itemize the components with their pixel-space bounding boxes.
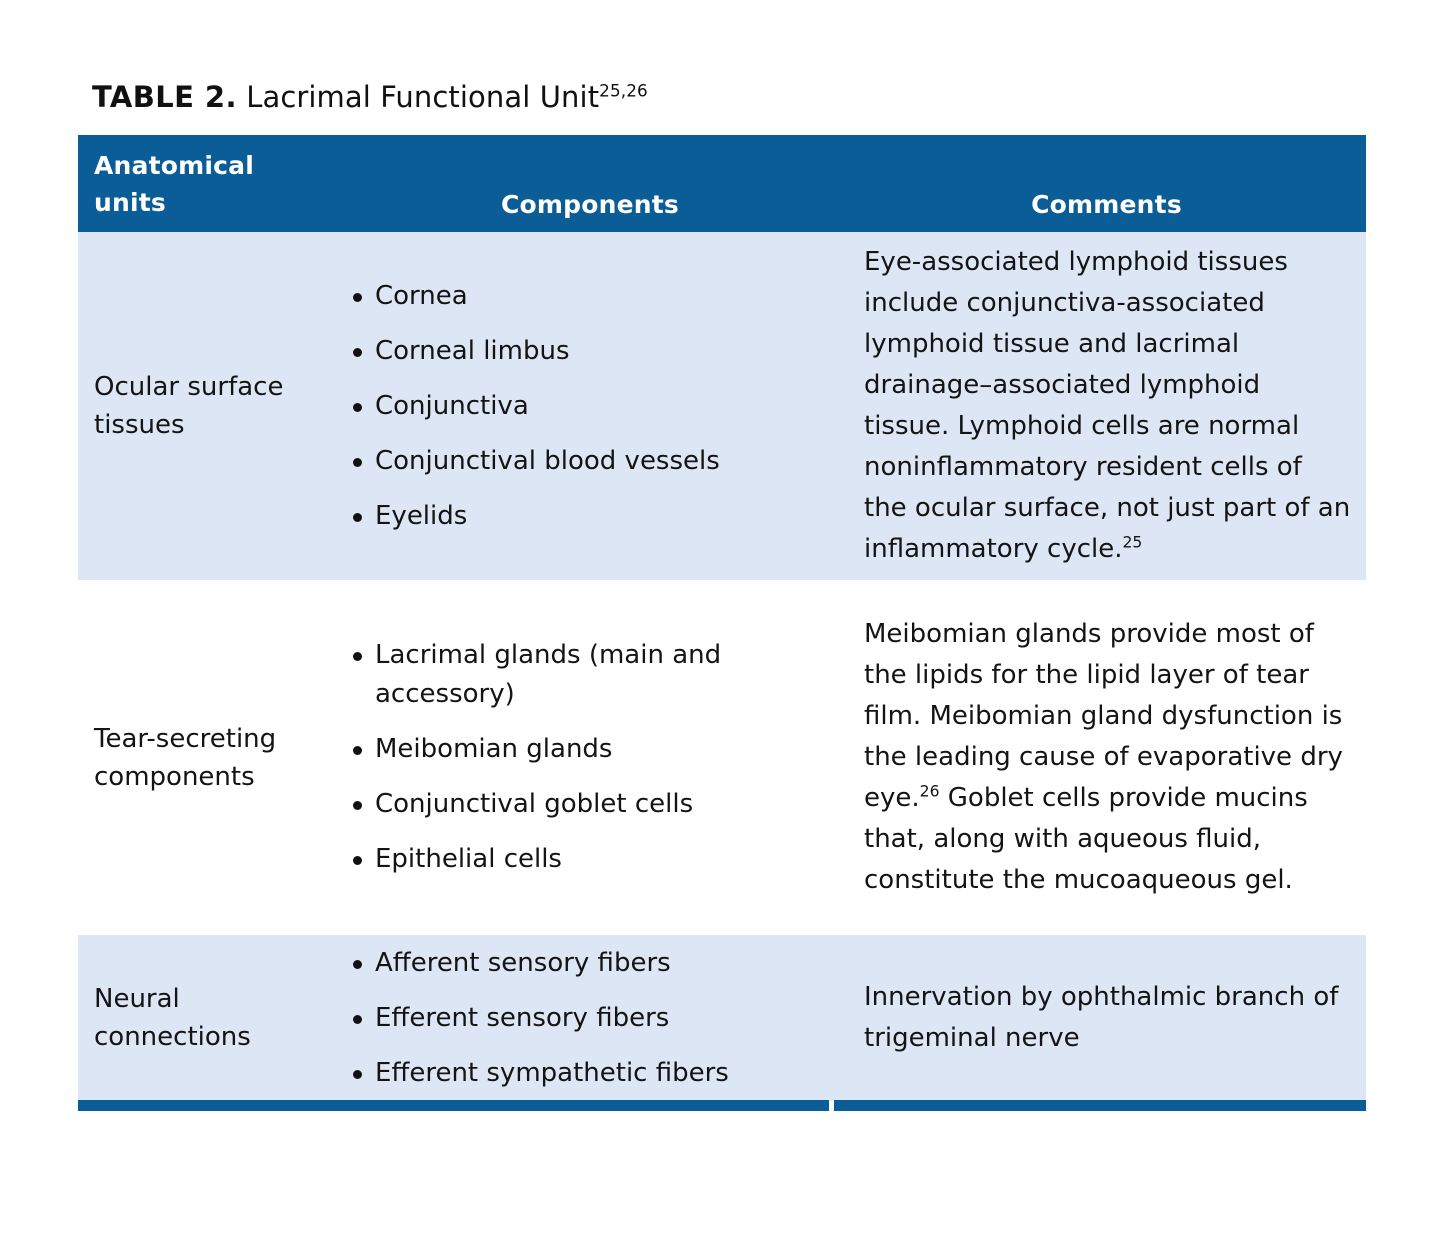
column-header-comments: Comments	[1031, 190, 1182, 219]
list-item: Eyelids	[339, 497, 847, 536]
cell-components: Lacrimal glands (main and accessory) Mei…	[333, 582, 847, 933]
table-caption-superscript: 25,26	[599, 80, 648, 101]
table-caption-label: TABLE 2.	[92, 80, 237, 114]
components-list: Lacrimal glands (main and accessory) Mei…	[339, 636, 847, 879]
list-item: Corneal limbus	[339, 332, 847, 371]
components-list: Afferent sensory fibers Efferent sensory…	[339, 944, 847, 1093]
list-item: Cornea	[339, 277, 847, 316]
cell-components: Cornea Corneal limbus Conjunctiva Conjun…	[333, 232, 847, 580]
column-header-components: Components	[500, 190, 680, 219]
cell-comments: Innervation by ophthalmic branch of trig…	[864, 982, 1339, 1053]
comment-superscript: 25	[1122, 533, 1143, 552]
list-item: Afferent sensory fibers	[339, 944, 847, 983]
list-item: Efferent sympathetic fibers	[339, 1054, 847, 1093]
comment-text-part2: Goblet cells provide mucins that, along …	[864, 783, 1308, 895]
table-row: Tear-secreting components Lacrimal gland…	[78, 582, 1366, 933]
list-item: Efferent sensory fibers	[339, 999, 847, 1038]
cell-anatomical-unit: Ocular surface tissues	[94, 372, 284, 440]
bottom-rule-segment-right	[834, 1100, 1366, 1111]
comment-superscript: 26	[919, 782, 940, 801]
list-item: Conjunctival goblet cells	[339, 785, 847, 824]
lacrimal-functional-unit-table: Anatomical units Components Comments Ocu…	[78, 135, 1366, 1101]
cell-components: Afferent sensory fibers Efferent sensory…	[333, 935, 847, 1101]
comment-text-part1: Meibomian glands provide most of the lip…	[864, 619, 1343, 813]
table-header-row: Anatomical units Components Comments	[78, 135, 1366, 232]
bottom-rule-segment-left	[78, 1100, 829, 1111]
cell-anatomical-unit: Tear-secreting components	[94, 723, 277, 792]
list-item: Lacrimal glands (main and accessory)	[339, 636, 847, 714]
table-caption-title: Lacrimal Functional Unit	[246, 80, 600, 114]
row-separator	[78, 580, 1366, 582]
row-separator	[78, 933, 1366, 935]
table-row: Ocular surface tissues Cornea Corneal li…	[78, 232, 1366, 580]
column-header-anatomical-units-line1: Anatomical	[94, 151, 255, 180]
cell-comments: Meibomian glands provide most of the lip…	[847, 582, 1366, 933]
list-item: Conjunctiva	[339, 387, 847, 426]
cell-anatomical-unit: Neural connections	[94, 984, 251, 1052]
table-caption: TABLE 2. Lacrimal Functional Unit25,26	[92, 78, 648, 116]
components-list: Cornea Corneal limbus Conjunctiva Conjun…	[339, 277, 847, 536]
table-bottom-rule	[78, 1100, 1366, 1111]
comment-text: Eye-associated lymphoid tissues include …	[864, 247, 1351, 564]
list-item: Conjunctival blood vessels	[339, 442, 847, 481]
list-item: Meibomian glands	[339, 730, 847, 769]
column-header-anatomical-units-line2: units	[94, 188, 166, 217]
table-row: Neural connections Afferent sensory fibe…	[78, 935, 1366, 1101]
column-header-anatomical-units: Anatomical units	[78, 135, 333, 232]
list-item: Epithelial cells	[339, 840, 847, 879]
cell-comments: Eye-associated lymphoid tissues include …	[847, 232, 1366, 580]
